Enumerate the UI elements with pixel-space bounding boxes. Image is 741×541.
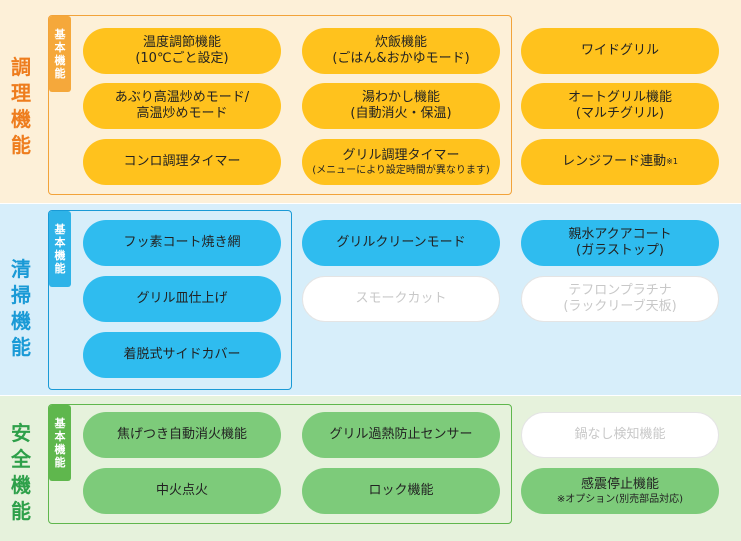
feature-label: グリル調理タイマー [342,147,460,163]
cooking-basic-tab: 基本機能 [49,16,71,92]
feature-grill-dish-finish[interactable]: グリル皿仕上げ [83,276,281,322]
feature-label: ワイドグリル [580,43,659,58]
feature-label: あぶり高温炒めモード/ [114,90,250,105]
feature-label: コンロ調理タイマー [123,154,241,169]
safety-section-title: 安 全 機 能 [11,421,31,523]
cleaning-basic-group [48,210,292,390]
feature-label: 着脱式サイドカバー [123,347,241,362]
feature-label: グリル皿仕上げ [136,291,228,306]
feature-label: グリルクリーンモード [336,235,466,250]
feature-range-hood-link[interactable]: レンジフード連動※1 [521,139,719,185]
feature-label: (ガラストップ) [576,243,664,258]
feature-label: 中火点火 [155,483,208,498]
feature-label: テフロンプラチナ [568,283,672,298]
footnote-mark: ※1 [666,157,678,166]
feature-hydrophilic-coat[interactable]: 親水アクアコート (ガラストップ) [521,220,719,266]
feature-smoke-cut[interactable]: スモークカット [302,276,500,322]
feature-scorch-auto-off[interactable]: 焦げつき自動消火機能 [83,412,281,458]
cooking-basic-group [48,15,512,195]
feature-label: 焦げつき自動消火機能 [116,427,247,442]
feature-wide-grill[interactable]: ワイドグリル [521,28,719,74]
feature-water-boiling[interactable]: 湯わかし機能 (自動消火・保温) [302,83,500,129]
feature-label: (10℃ごと設定) [135,51,229,66]
cleaning-basic-tab: 基本機能 [49,211,71,287]
feature-label: フッ素コート焼き網 [123,235,241,250]
feature-removable-side-cover[interactable]: 着脱式サイドカバー [83,332,281,378]
feature-teflon-platinum[interactable]: テフロンプラチナ (ラックリーブ天板) [521,276,719,322]
feature-temperature-control[interactable]: 温度調節機能 (10℃ごと設定) [83,28,281,74]
feature-seismic-stop[interactable]: 感震停止機能 ※オプション(別売部品対応) [521,468,719,514]
feature-label: 温度調節機能 [142,35,221,50]
feature-auto-grill[interactable]: オートグリル機能 (マルチグリル) [521,83,719,129]
feature-label: 高温炒めモード [136,106,228,121]
feature-label: 湯わかし機能 [361,90,440,105]
feature-label: スモークカット [355,291,447,306]
feature-fluorine-grill-net[interactable]: フッ素コート焼き網 [83,220,281,266]
feature-lock[interactable]: ロック機能 [302,468,500,514]
feature-label: レンジフード連動 [562,154,667,169]
feature-label: 感震停止機能 [580,476,659,492]
feature-note: (メニューにより設定時間が異なります) [312,164,490,176]
feature-label: (自動消火・保温) [350,106,452,121]
feature-no-pan-detection[interactable]: 鍋なし検知機能 [521,412,719,458]
feature-stove-timer[interactable]: コンロ調理タイマー [83,139,281,185]
feature-label: ロック機能 [368,483,434,498]
feature-label: 鍋なし検知機能 [574,427,666,442]
feature-label: 親水アクアコート [568,227,672,242]
feature-grill-overheat-sensor[interactable]: グリル過熱防止センサー [302,412,500,458]
feature-grill-clean-mode[interactable]: グリルクリーンモード [302,220,500,266]
feature-label: (マルチグリル) [575,106,665,121]
feature-label: (ごはん&おかゆモード) [332,51,470,66]
safety-basic-tab: 基本機能 [49,405,71,481]
cooking-section-title: 調 理 機 能 [11,55,31,157]
safety-basic-group [48,404,512,524]
feature-medium-ignition[interactable]: 中火点火 [83,468,281,514]
feature-note: ※オプション(別売部品対応) [556,493,684,505]
feature-label: オートグリル機能 [567,90,672,105]
cleaning-section-title: 清 掃 機 能 [11,257,31,359]
feature-rice-cooking[interactable]: 炊飯機能 (ごはん&おかゆモード) [302,28,500,74]
feature-grill-timer[interactable]: グリル調理タイマー (メニューにより設定時間が異なります) [302,139,500,185]
feature-label: 炊飯機能 [374,35,427,50]
feature-label: グリル過熱防止センサー [329,427,473,442]
feature-label: (ラックリーブ天板) [563,299,677,314]
feature-high-temp-stirfry[interactable]: あぶり高温炒めモード/ 高温炒めモード [83,83,281,129]
